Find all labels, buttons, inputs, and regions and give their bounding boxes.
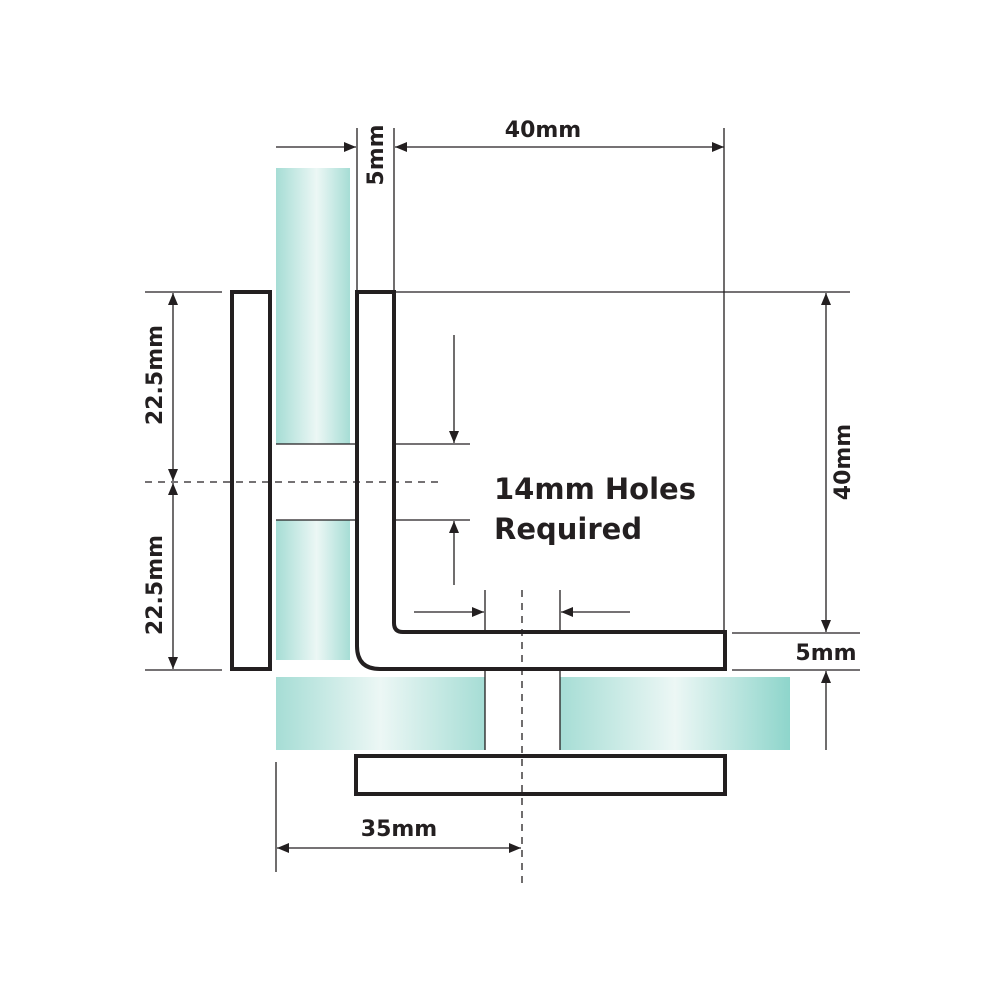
horizontal-glass-right bbox=[560, 677, 790, 750]
left-plate bbox=[230, 290, 272, 671]
l-bracket bbox=[355, 290, 727, 671]
vertical-glass-lower bbox=[276, 520, 350, 660]
left-lower-label: 22.5mm bbox=[143, 535, 168, 635]
left-upper-label: 22.5mm bbox=[143, 325, 168, 425]
top-width-label: 40mm bbox=[505, 118, 581, 143]
right-thickness-label: 5mm bbox=[795, 641, 856, 666]
right-height-label: 40mm bbox=[831, 424, 856, 500]
vertical-glass-upper bbox=[276, 168, 350, 444]
note-line-2: Required bbox=[494, 512, 642, 546]
bottom-plate bbox=[354, 754, 727, 796]
horizontal-glass-left bbox=[276, 677, 485, 750]
gap-width-label: 5mm bbox=[364, 124, 389, 185]
note-line-1: 14mm Holes bbox=[494, 472, 696, 506]
bottom-offset-label: 35mm bbox=[361, 817, 437, 842]
